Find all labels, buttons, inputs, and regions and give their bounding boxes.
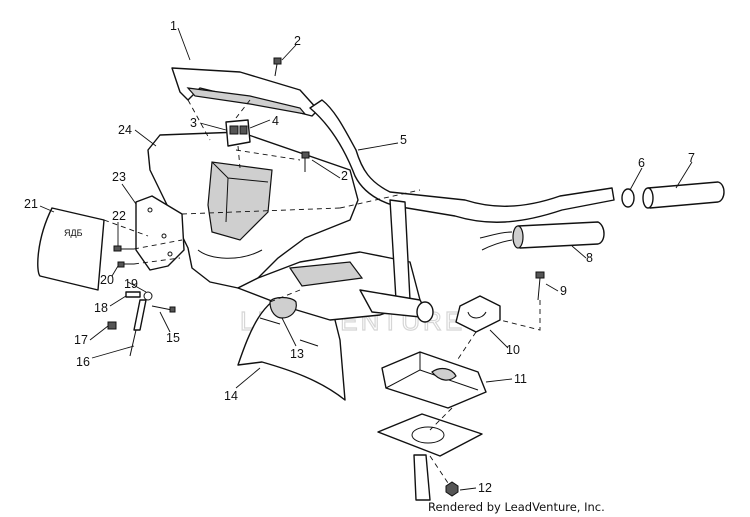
upper-clamp-part xyxy=(455,295,501,333)
screw-part-2b xyxy=(301,151,310,172)
handlebar-part xyxy=(309,99,615,223)
callout-9: 9 xyxy=(560,284,567,298)
pod-lower-curve xyxy=(197,249,263,259)
callout-16: 16 xyxy=(76,355,90,369)
callout-19: 19 xyxy=(124,277,138,291)
screw-part-15 xyxy=(151,305,176,313)
washer-part-19 xyxy=(143,291,153,301)
grip-end-cap-part xyxy=(621,188,635,208)
screw-part-22 xyxy=(113,245,134,252)
callout-2: 2 xyxy=(341,169,348,183)
callout-5: 5 xyxy=(400,133,407,147)
plate-part-21: ЯДБ xyxy=(37,207,105,291)
bracket-part-23 xyxy=(135,195,185,271)
heated-grip-part xyxy=(479,221,605,251)
nut-part-17 xyxy=(107,321,117,330)
link-part-16 xyxy=(129,299,147,357)
lower-shroud-detail xyxy=(259,317,319,347)
callout-17: 17 xyxy=(74,333,88,347)
bolt-part-9 xyxy=(535,271,545,301)
screw-part-20 xyxy=(117,261,134,268)
plate-marking: ЯДБ xyxy=(64,228,83,238)
console-slot xyxy=(288,261,364,287)
callout-12: 12 xyxy=(478,481,492,495)
callout-4: 4 xyxy=(272,114,279,128)
switch-part xyxy=(225,119,251,169)
lower-clamp-part xyxy=(381,351,487,409)
right-grip-part xyxy=(642,181,725,209)
callout-14: 14 xyxy=(224,389,238,403)
leader-lines xyxy=(39,27,693,491)
callout-6: 6 xyxy=(638,156,645,170)
callout-10: 10 xyxy=(506,343,520,357)
callout-18: 18 xyxy=(94,301,108,315)
top-cover-underside xyxy=(186,87,307,115)
top-cover-guide-lines xyxy=(187,99,251,141)
shaft-end xyxy=(416,301,434,323)
callout-8: 8 xyxy=(586,251,593,265)
callout-7: 7 xyxy=(688,151,695,165)
callout-24: 24 xyxy=(118,123,132,137)
pin-part-18 xyxy=(125,291,141,298)
render-credit: Rendered by LeadVenture, Inc. xyxy=(428,500,605,514)
callout-2: 2 xyxy=(294,34,301,48)
callout-1: 1 xyxy=(170,19,177,33)
base-plate-part xyxy=(377,413,483,501)
nut-part-12 xyxy=(445,481,459,497)
callout-11: 11 xyxy=(514,372,527,386)
pod-opening-edges xyxy=(211,161,269,223)
callout-13: 13 xyxy=(290,347,304,361)
callout-21: 21 xyxy=(24,197,38,211)
screw-part-2a xyxy=(273,57,282,77)
callout-20: 20 xyxy=(100,273,114,287)
assembly-guide-lines xyxy=(103,149,541,487)
callout-15: 15 xyxy=(166,331,180,345)
callout-22: 22 xyxy=(112,209,126,223)
callout-3: 3 xyxy=(190,116,197,130)
callout-23: 23 xyxy=(112,170,126,184)
